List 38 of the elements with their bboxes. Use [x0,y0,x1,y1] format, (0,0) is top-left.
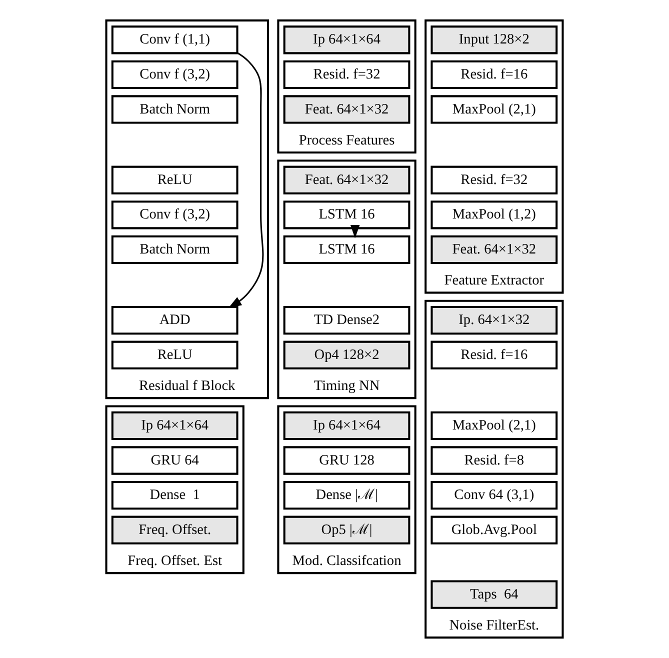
node-box: Feat. 64×1×32 [283,95,410,124]
node-box: Ip 64×1×64 [283,411,410,440]
node-box: Glob.Avg.Pool [430,516,558,544]
arrow [228,52,264,308]
node-box: Resid. f=32 [283,60,410,90]
node-box: Dense |ℳ| [283,480,410,510]
node-box: TD Dense2 [283,306,410,335]
node-box: Feat. 64×1×32 [430,235,558,264]
node-box: ReLU [111,166,238,194]
node-box: Conv 64 (3,1) [430,480,558,510]
node-box: Batch Norm [111,235,238,264]
node-box: Op5 |ℳ| [283,516,410,544]
node-box: MaxPool (2,1) [430,95,558,124]
node-box: ReLU [111,340,238,370]
node-box: Input 128×2 [430,26,558,54]
node-box: Taps 64 [430,580,558,609]
node-box: GRU 64 [111,446,238,475]
node-box: Conv f (3,2) [111,60,238,90]
arrow [350,224,360,238]
node-box: Ip. 64×1×32 [430,306,558,335]
node-box: Dense 1 [111,480,238,510]
node-box: LSTM 16 [283,235,410,264]
node-box: GRU 128 [283,446,410,475]
node-box: ADD [111,306,238,335]
node-box: Ip 64×1×64 [283,26,410,54]
node-box: Freq. Offset. [111,516,238,544]
node-box: Ip 64×1×64 [111,411,238,440]
node-box: Op4 128×2 [283,340,410,370]
node-box: MaxPool (1,2) [430,200,558,230]
node-box: Resid. f=32 [430,166,558,194]
node-box: Feat. 64×1×32 [283,166,410,194]
node-box: MaxPool (2,1) [430,411,558,440]
node-box: Resid. f=16 [430,340,558,370]
node-box: Resid. f=8 [430,446,558,475]
node-box: Batch Norm [111,95,238,124]
node-box: Conv f (3,2) [111,200,238,230]
node-box: Resid. f=16 [430,60,558,90]
node-box: Conv f (1,1) [111,26,238,54]
